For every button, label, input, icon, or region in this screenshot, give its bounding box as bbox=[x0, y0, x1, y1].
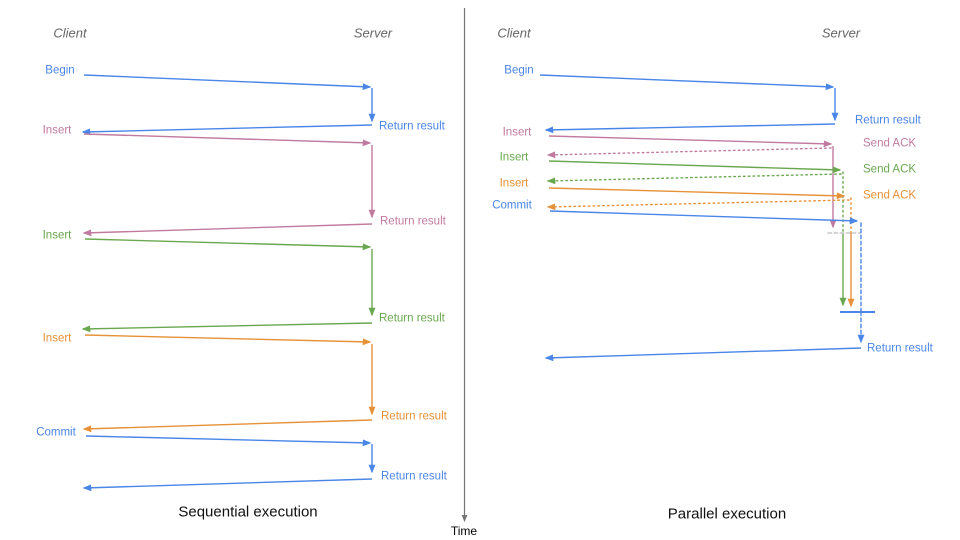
message-arrow-parallel-3 bbox=[548, 135, 833, 148]
message-arrow-sequential-2 bbox=[81, 124, 373, 136]
message-arrow-parallel-5 bbox=[546, 147, 832, 159]
message-arrow-parallel-18 bbox=[544, 347, 862, 362]
message-arrow-sequential-11 bbox=[82, 419, 373, 433]
message-arrow-sequential-8 bbox=[81, 322, 373, 333]
message-arrow-parallel-6 bbox=[548, 160, 842, 174]
message-arrow-parallel-10 bbox=[548, 187, 846, 200]
message-arrow-parallel-9 bbox=[546, 173, 842, 185]
message-arrow-sequential-6 bbox=[84, 238, 372, 251]
message-arrow-sequential-14 bbox=[82, 478, 373, 492]
message-arrow-parallel-2 bbox=[544, 123, 836, 134]
message-arrow-sequential-5 bbox=[82, 223, 373, 237]
message-arrow-sequential-9 bbox=[84, 334, 372, 346]
message-arrow-sequential-12 bbox=[85, 435, 372, 447]
message-arrow-sequential-3 bbox=[83, 133, 372, 147]
message-arrow-parallel-0 bbox=[539, 74, 835, 91]
message-arrow-parallel-14 bbox=[549, 210, 859, 225]
message-arrow-parallel-13 bbox=[546, 199, 850, 211]
message-arrow-sequential-0 bbox=[83, 74, 372, 91]
